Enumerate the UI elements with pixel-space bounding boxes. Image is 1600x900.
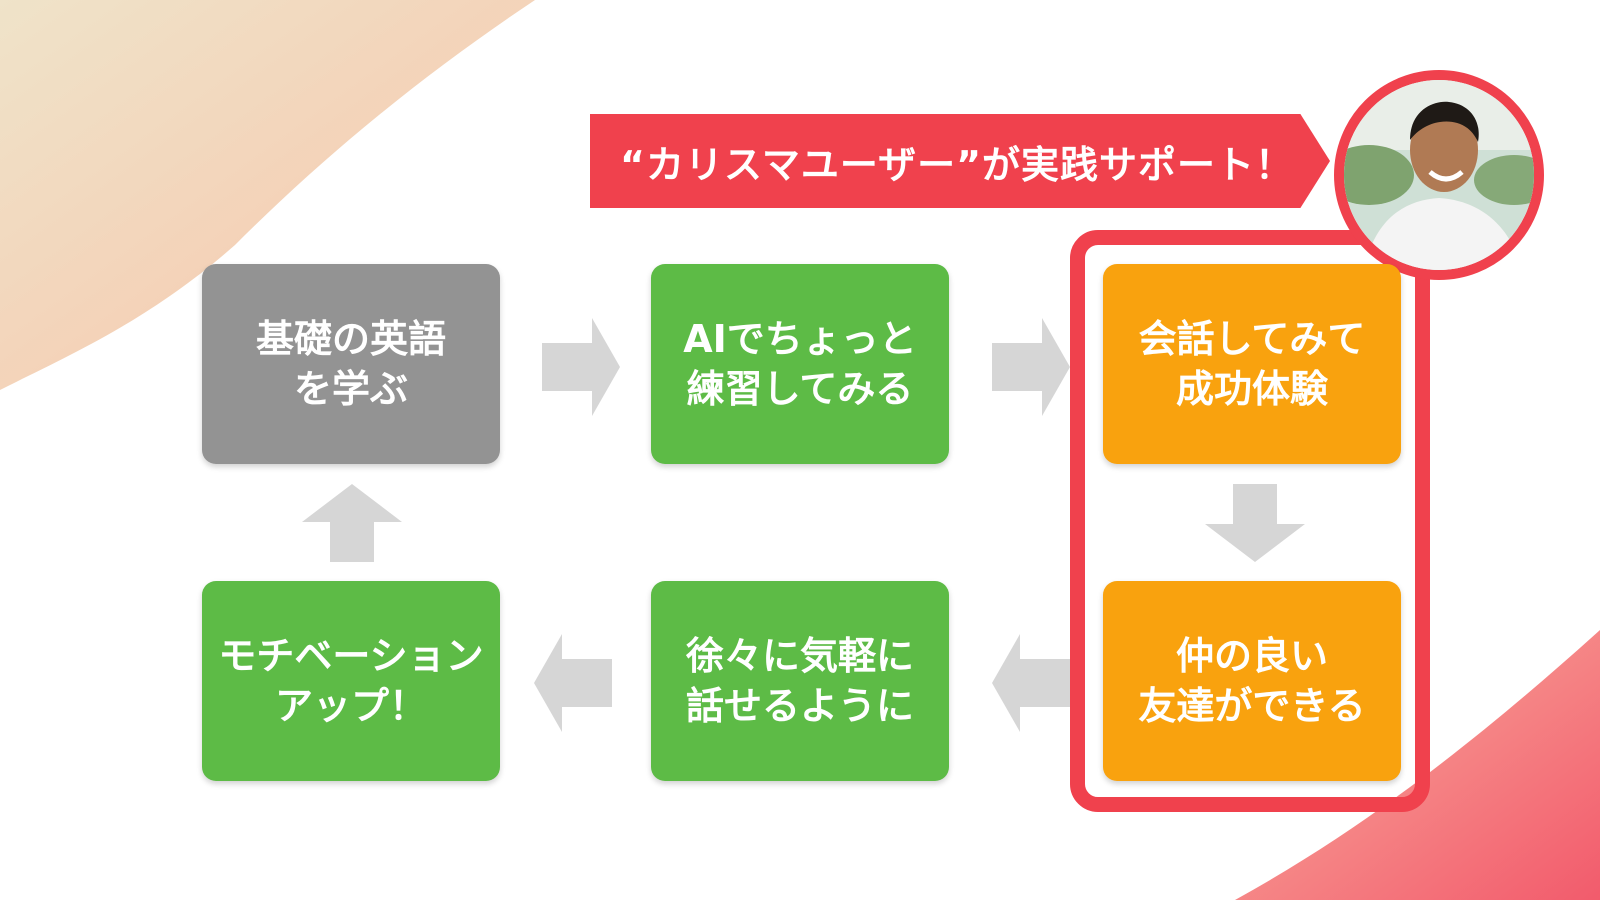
step-box-speak-casually: 徐々に気軽に 話せるように: [651, 581, 949, 781]
avatar: [1334, 70, 1544, 280]
step-box-conversation-success: 会話してみて 成功体験: [1103, 264, 1401, 464]
step-text: AIでちょっと 練習してみる: [683, 317, 917, 411]
step-text: モチベーション アップ！: [218, 634, 484, 728]
step-box-practice-ai: AIでちょっと 練習してみる: [651, 264, 949, 464]
step-text: 会話してみて 成功体験: [1138, 317, 1366, 411]
highlight-frame: [1070, 230, 1430, 812]
banner-text: “カリスマユーザー”が実践サポート！: [620, 142, 1295, 187]
top-left-swoosh: [0, 0, 535, 390]
step-text: 基礎の英語 を学ぶ: [255, 317, 446, 411]
flow-arrow-left-icon: [992, 634, 1070, 732]
person-photo-icon: [1344, 80, 1534, 270]
flow-arrow-right-icon: [542, 318, 620, 416]
flow-arrow-right-icon: [992, 318, 1070, 416]
support-banner: “カリスマユーザー”が実践サポート！: [590, 114, 1330, 208]
flow-arrow-down-icon: [1205, 484, 1305, 562]
step-text: 徐々に気軽に 話せるように: [685, 634, 914, 728]
bottom-right-swoosh: [1235, 630, 1600, 900]
flow-arrow-left-icon: [534, 634, 612, 732]
step-box-make-friends: 仲の良い 友達ができる: [1103, 581, 1401, 781]
flow-arrow-up-icon: [302, 484, 402, 562]
step-box-learn-basics: 基礎の英語 を学ぶ: [202, 264, 500, 464]
step-box-motivation-up: モチベーション アップ！: [202, 581, 500, 781]
step-text: 仲の良い 友達ができる: [1138, 634, 1366, 728]
